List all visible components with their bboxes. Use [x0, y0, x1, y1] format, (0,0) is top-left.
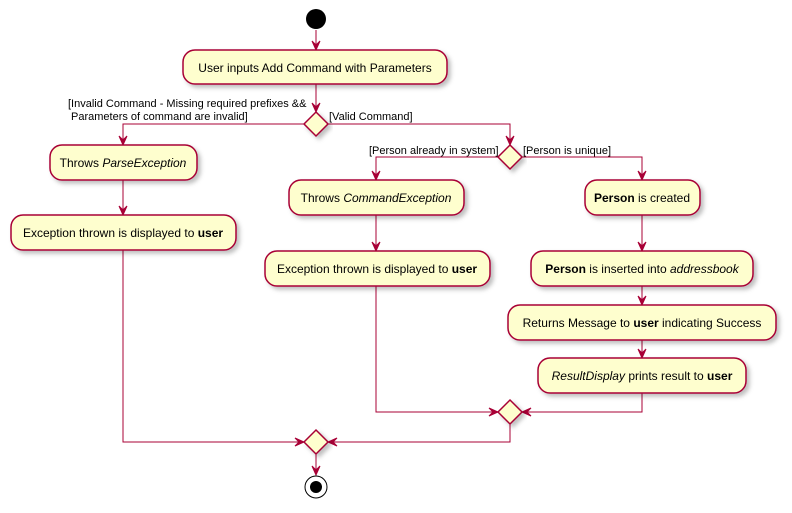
arrowhead: [520, 407, 532, 417]
start-node: [306, 9, 326, 29]
arrowhead: [371, 241, 381, 253]
decisions: [302, 110, 524, 456]
guard-invalid-command-line2: Parameters of command are invalid]: [71, 111, 248, 123]
arrowhead: [505, 135, 515, 147]
end-node: [304, 475, 328, 499]
edge-decision-to-valid: [328, 123, 511, 145]
edge-decision-to-parse: [122, 123, 304, 145]
arrowhead: [637, 170, 647, 182]
arrowhead: [371, 170, 381, 182]
guard-invalid-command-line1: [Invalid Command - Missing required pref…: [68, 98, 307, 110]
arrowhead: [488, 407, 500, 417]
activity-exception-displayed-left-label: Exception thrown is displayed to user: [23, 226, 223, 240]
edge-display-mid-to-merge: [375, 286, 498, 413]
arrowheads: [118, 40, 647, 477]
edge-valid-to-person-created: [522, 156, 643, 180]
guard-valid-command: [Valid Command]: [329, 111, 413, 123]
arrowhead: [311, 465, 321, 477]
activity-person-created-label: Person is created: [594, 191, 690, 205]
arrowhead: [326, 437, 338, 447]
arrowhead: [118, 205, 128, 217]
edge-valid-to-command-exception: [375, 156, 498, 180]
edge-merge-to-final-merge: [328, 424, 511, 443]
activity-user-inputs: User inputs Add Command with Parameters: [182, 49, 448, 85]
activity-throws-command-exception: Throws CommandException: [288, 179, 465, 216]
arrowhead: [311, 40, 321, 52]
guard-person-is-unique: [Person is unique]: [523, 145, 611, 157]
decision-person-unique: [496, 143, 524, 171]
activity-throws-parse-exception-label: Throws ParseException: [60, 156, 187, 170]
activity-returns-message-label: Returns Message to user indicating Succe…: [523, 316, 762, 330]
edges: [122, 30, 643, 475]
activity-throws-command-exception-label: Throws CommandException: [301, 191, 452, 205]
activity-exception-displayed-mid: Exception thrown is displayed to user: [264, 250, 491, 287]
activity-result-display-label: ResultDisplay prints result to user: [552, 369, 733, 383]
activity-returns-message: Returns Message to user indicating Succe…: [507, 304, 777, 341]
arrowhead: [118, 135, 128, 147]
arrowhead: [294, 437, 306, 447]
arrowhead: [311, 102, 321, 114]
edge-result-to-merge: [522, 393, 643, 413]
activity-exception-displayed-left: Exception thrown is displayed to user: [10, 214, 237, 251]
merge-person-branches: [496, 398, 524, 426]
activity-result-display: ResultDisplay prints result to user: [537, 357, 747, 394]
arrowhead: [637, 241, 647, 253]
activity-person-inserted: Person is inserted into addressbook: [530, 250, 754, 287]
arrowhead: [637, 295, 647, 307]
activity-user-inputs-label: User inputs Add Command with Parameters: [198, 61, 431, 75]
activity-exception-displayed-mid-label: Exception thrown is displayed to user: [277, 262, 477, 276]
activity-throws-parse-exception: Throws ParseException: [49, 144, 198, 181]
edge-display-left-to-final-merge: [122, 250, 304, 443]
arrowhead: [637, 348, 647, 360]
merge-final: [302, 428, 330, 456]
activity-person-inserted-label: Person is inserted into addressbook: [545, 262, 739, 276]
activity-person-created: Person is created: [584, 179, 701, 216]
guard-person-already-in-system: [Person already in system]: [369, 145, 499, 157]
decision-command-valid: [302, 110, 330, 138]
